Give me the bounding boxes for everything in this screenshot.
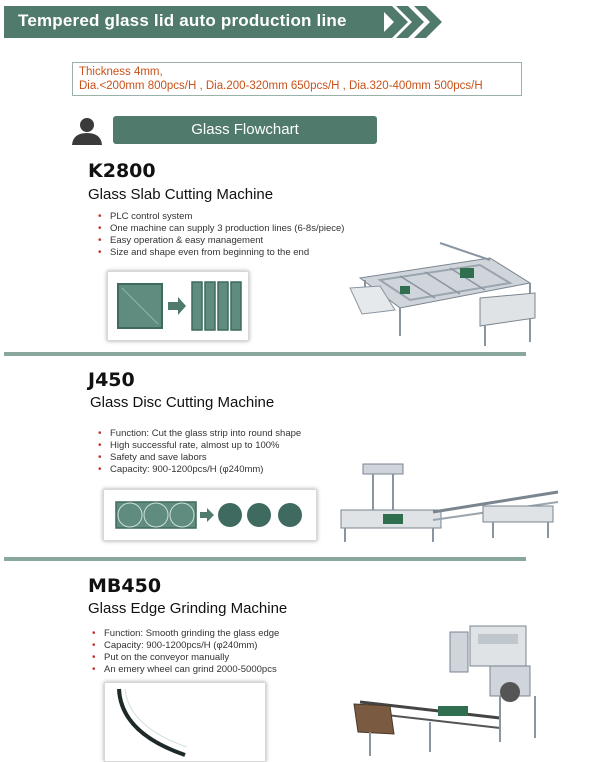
flowchart-bar: Glass Flowchart [113, 116, 377, 144]
feature-list-mb450: Function: Smooth grinding the glass edge… [92, 628, 279, 676]
list-item: Capacity: 900-1200pcs/H (φ240mm) [98, 464, 301, 476]
list-item: Put on the conveyor manually [92, 652, 279, 664]
disc-cutting-machine-image [340, 463, 559, 542]
list-item: Capacity: 900-1200pcs/H (φ240mm) [92, 640, 279, 652]
slab-cutting-machine-image [349, 242, 536, 346]
spec-thickness: Thickness 4mm, [79, 66, 163, 78]
list-item: Function: Smooth grinding the glass edge [92, 628, 279, 640]
list-item: High successful rate, almost up to 100% [98, 440, 301, 452]
spec-box: Thickness 4mm, Dia.<200mm 800pcs/H , Dia… [72, 62, 522, 96]
list-item: Easy operation & easy management [98, 235, 344, 247]
section-divider [4, 557, 526, 561]
header-banner [4, 6, 384, 38]
feature-list-k2800: PLC control system One machine can suppl… [98, 211, 344, 259]
list-item: Size and shape even from beginning to th… [98, 247, 344, 259]
machine-code-j450: J450 [88, 369, 135, 391]
page-title: Tempered glass lid auto production line [18, 11, 347, 30]
section-divider [4, 352, 526, 356]
spec-capacity: Dia.<200mm 800pcs/H , Dia.200-320mm 650p… [79, 80, 483, 92]
machine-name-disc: Glass Disc Cutting Machine [90, 394, 275, 411]
machine-code-k2800: K2800 [88, 160, 156, 182]
machine-name-slab: Glass Slab Cutting Machine [88, 186, 274, 203]
chevron-arrows-icon [378, 6, 442, 38]
machine-name-grinding: Glass Edge Grinding Machine [88, 600, 288, 617]
list-item: Safety and save labors [98, 452, 301, 464]
list-item: Function: Cut the glass strip into round… [98, 428, 301, 440]
disc-cutting-diagram [103, 489, 317, 541]
slab-cutting-diagram [107, 271, 249, 341]
machine-code-mb450: MB450 [88, 575, 162, 597]
list-item: An emery wheel can grind 2000-5000pcs [92, 664, 279, 676]
person-icon [72, 118, 102, 145]
edge-grinding-machine-image [353, 625, 536, 756]
feature-list-j450: Function: Cut the glass strip into round… [98, 428, 301, 476]
edge-grinding-diagram [104, 682, 266, 762]
list-item: One machine can supply 3 production line… [98, 223, 344, 235]
list-item: PLC control system [98, 211, 344, 223]
